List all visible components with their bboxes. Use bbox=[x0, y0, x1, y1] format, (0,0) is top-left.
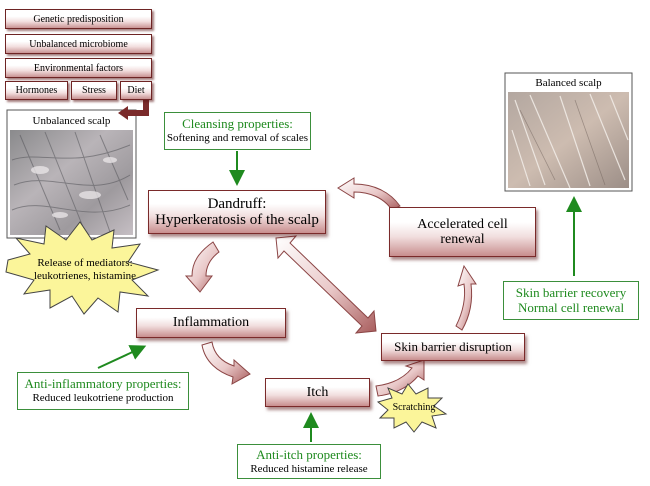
dandruff-subtitle: Hyperkeratosis of the scalp bbox=[155, 212, 319, 228]
skin-barrier-box: Skin barrier disruption bbox=[381, 333, 525, 361]
cleansing-title: Cleansing properties: bbox=[182, 116, 293, 132]
skin-barrier-label: Skin barrier disruption bbox=[394, 338, 512, 354]
cleansing-box: Cleansing properties: Softening and remo… bbox=[164, 112, 311, 150]
factor-microbiome-label: Unbalanced microbiome bbox=[29, 38, 128, 50]
factor-genetic-label: Genetic predisposition bbox=[33, 13, 124, 25]
factors-connector-arrow bbox=[127, 97, 149, 116]
mediators-line2: leukotrienes, histamine bbox=[33, 269, 137, 282]
factor-stress-box: Stress bbox=[71, 81, 117, 100]
dandruff-title: Dandruff: bbox=[207, 195, 267, 212]
recovery-box: Skin barrier recovery Normal cell renewa… bbox=[503, 281, 639, 320]
mediators-burst-shape bbox=[5, 221, 160, 315]
itch-label: Itch bbox=[306, 384, 329, 400]
mediators-line1: Release of mediators: bbox=[37, 257, 133, 269]
balanced-scalp-photo bbox=[504, 72, 633, 192]
anti-itch-box: Anti-itch properties: Reduced histamine … bbox=[237, 444, 381, 479]
unbalanced-scalp-photo bbox=[6, 109, 137, 239]
factor-genetic-box: Genetic predisposition bbox=[5, 9, 152, 29]
factor-diet-box: Diet bbox=[120, 81, 152, 100]
double-arrow-dandruff-barrier bbox=[275, 235, 377, 334]
itch-box: Itch bbox=[265, 378, 370, 407]
scratching-text: Scratching bbox=[392, 402, 436, 413]
inflammation-box: Inflammation bbox=[136, 308, 286, 338]
recovery-line2: Normal cell renewal bbox=[517, 299, 625, 315]
inflammation-label: Inflammation bbox=[172, 315, 250, 331]
balanced-scalp-label: Balanced scalp bbox=[535, 77, 602, 89]
unbalanced-scalp-label: Unbalanced scalp bbox=[32, 114, 111, 127]
factor-stress-label: Stress bbox=[82, 85, 106, 96]
accelerated-line2: renewal bbox=[440, 232, 485, 247]
arrow-anti-inflammatory bbox=[97, 345, 147, 369]
arrow-barrier-to-accelerated bbox=[455, 264, 477, 331]
anti-itch-title: Anti-itch properties: bbox=[256, 446, 362, 462]
cycle-arrows bbox=[184, 177, 477, 397]
dandruff-box: Dandruff: Hyperkeratosis of the scalp bbox=[148, 190, 326, 234]
scratching-burst-shape bbox=[376, 383, 448, 433]
factor-diet-label: Diet bbox=[127, 85, 145, 96]
arrow-inflammation-to-itch bbox=[201, 341, 251, 385]
arrow-dandruff-to-inflammation bbox=[184, 241, 220, 293]
cleansing-desc: Softening and removal of scales bbox=[166, 132, 309, 145]
factor-environmental-box: Environmental factors bbox=[5, 58, 152, 78]
anti-itch-desc: Reduced histamine release bbox=[250, 462, 368, 475]
factor-environmental-label: Environmental factors bbox=[33, 62, 124, 74]
mediators-text: Release of mediators: leukotrienes, hist… bbox=[30, 257, 140, 282]
arrow-accelerated-to-dandruff bbox=[337, 177, 401, 211]
accelerated-line1: Accelerated cell bbox=[417, 216, 508, 232]
factor-hormones-box: Hormones bbox=[5, 81, 68, 100]
anti-inflammatory-title: Anti-inflammatory properties: bbox=[24, 376, 182, 392]
arrow-itch-to-barrier bbox=[375, 359, 425, 397]
recovery-line1: Skin barrier recovery bbox=[515, 284, 627, 300]
accelerated-renewal-box: Accelerated cell renewal bbox=[389, 207, 536, 257]
anti-inflammatory-desc: Reduced leukotriene production bbox=[32, 392, 174, 405]
anti-inflammatory-box: Anti-inflammatory properties: Reduced le… bbox=[17, 372, 189, 410]
factor-hormones-label: Hormones bbox=[15, 85, 58, 96]
factor-microbiome-box: Unbalanced microbiome bbox=[5, 34, 152, 54]
